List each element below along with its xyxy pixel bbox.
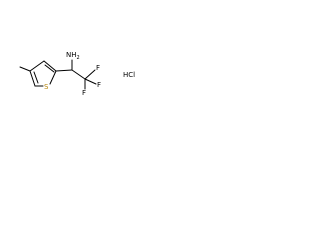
bond-ring-c3-c2	[43, 60, 57, 72]
molecule-diagram: NH2 S F F F HCl	[19, 51, 135, 97]
bond-cf3-f2	[84, 78, 97, 85]
bond-ring-c2-s	[49, 70, 57, 85]
atom-amine-label: NH2	[66, 51, 80, 61]
atom-sulfur-label: S	[44, 83, 49, 91]
atom-fluorine-3-label: F	[82, 89, 86, 97]
bond-chiral-cf3	[71, 69, 86, 80]
salt-label: HCl	[123, 71, 135, 79]
bond-cf3-f1	[84, 69, 96, 80]
structure-canvas: NH2 S F F F HCl	[0, 0, 152, 152]
bond-ring-c5-c4-double	[33, 71, 39, 84]
atom-fluorine-2-label: F	[97, 81, 101, 89]
bond-c2-chiral	[55, 69, 73, 72]
bond-methyl	[19, 66, 31, 72]
bond-ring-c3-c2-double	[44, 64, 55, 73]
bond-ring-c5-c4	[29, 70, 36, 87]
bond-ring-c4-c3	[29, 60, 45, 72]
atom-fluorine-1-label: F	[96, 64, 100, 72]
